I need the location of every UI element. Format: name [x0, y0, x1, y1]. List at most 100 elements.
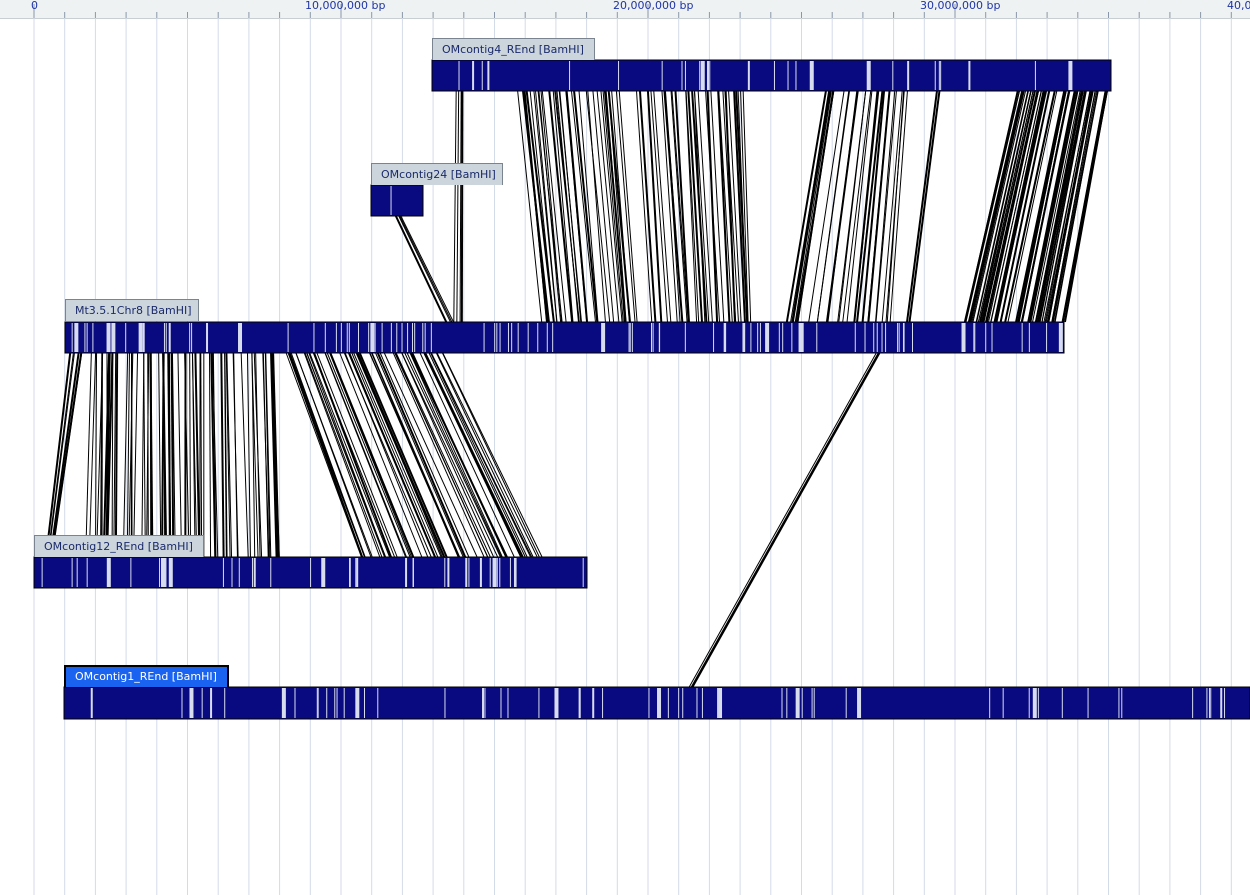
restriction-cut-mark [368, 323, 370, 352]
restriction-cut-mark [76, 558, 78, 587]
restriction-cut-mark [92, 323, 94, 352]
alignment-line [170, 352, 175, 558]
restriction-cut-mark [482, 688, 485, 718]
restriction-cut-mark [709, 61, 711, 90]
alignment-line [1047, 90, 1094, 323]
restriction-cut-mark [349, 558, 351, 587]
alignment-line [47, 352, 75, 558]
restriction-cut-mark [472, 61, 475, 90]
restriction-cut-mark [538, 688, 540, 718]
restriction-cut-mark [191, 323, 193, 352]
alignment-line [111, 352, 114, 558]
restriction-cut-mark [370, 323, 375, 352]
restriction-cut-mark [864, 323, 866, 352]
restriction-cut-mark [71, 558, 73, 587]
restriction-cut-mark [515, 558, 517, 587]
alignment-line [722, 90, 737, 323]
restriction-cut-mark [1046, 323, 1048, 352]
alignment-line [406, 352, 502, 558]
alignment-line [162, 352, 168, 558]
alignment-line [981, 90, 1034, 323]
restriction-cut-mark [281, 688, 286, 718]
alignment-line [459, 90, 462, 323]
ruler-background [0, 0, 1250, 19]
restriction-cut-mark [358, 323, 360, 352]
restriction-cut-mark [854, 323, 856, 352]
alignment-line [1018, 90, 1067, 323]
restriction-cut-mark [444, 558, 446, 587]
alignment-line [1053, 90, 1099, 323]
restriction-cut-mark [717, 688, 719, 718]
map-label-mt35chr8[interactable]: Mt3.5.1Chr8 [BamHI] [65, 299, 199, 321]
restriction-cut-mark [313, 323, 315, 352]
alignment-line [535, 90, 558, 323]
map-label-omcontig12[interactable]: OMcontig12_REnd [BamHI] [34, 535, 204, 557]
alignment-line [705, 90, 720, 323]
restriction-cut-mark [578, 688, 581, 718]
restriction-cut-mark [340, 323, 342, 352]
restriction-cut-mark [489, 558, 491, 587]
restriction-cut-mark [962, 323, 964, 352]
alignment-line [424, 352, 524, 558]
restriction-cut-mark [206, 323, 209, 352]
alignment-line [371, 352, 461, 558]
alignment-line [50, 352, 83, 558]
alignment-line [409, 352, 503, 558]
restriction-cut-mark [201, 688, 203, 718]
restriction-cut-mark [629, 323, 631, 352]
restriction-cut-mark [809, 61, 814, 90]
alignment-line [592, 90, 615, 323]
alignment-line [664, 90, 683, 323]
alignment-line [691, 90, 708, 323]
restriction-cut-mark [106, 323, 111, 352]
restriction-cut-mark [401, 323, 403, 352]
restriction-cut-mark [781, 688, 783, 718]
alignment-line [189, 352, 192, 558]
map-label-omcontig4[interactable]: OMcontig4_REnd [BamHI] [432, 38, 595, 60]
alignment-line [602, 90, 624, 323]
map-bar-omcontig1 [63, 686, 1250, 720]
restriction-cut-mark [86, 323, 88, 352]
map-label-omcontig1[interactable]: OMcontig1_REnd [BamHI] [64, 665, 229, 687]
alignment-line [253, 352, 263, 558]
alignment-line [517, 90, 543, 323]
alignment-line [251, 352, 256, 558]
restriction-cut-mark [845, 688, 847, 718]
alignment-line [1043, 90, 1091, 323]
alignment-line [358, 352, 448, 558]
alignment-line [994, 90, 1046, 323]
restriction-cut-mark [253, 558, 256, 587]
alignment-line [88, 352, 97, 558]
restriction-cut-mark [374, 323, 376, 352]
restriction-cut-mark [422, 323, 424, 352]
restriction-cut-mark [168, 323, 171, 352]
restriction-cut-mark [706, 61, 709, 90]
restriction-cut-mark [1034, 61, 1036, 90]
alignment-line [650, 90, 668, 323]
restriction-cut-mark [407, 323, 409, 352]
alignment-line [394, 215, 448, 323]
alignment-line [853, 90, 880, 323]
restriction-cut-mark [652, 323, 654, 352]
restriction-cut-mark [390, 323, 392, 352]
map-label-omcontig24[interactable]: OMcontig24 [BamHI] [371, 163, 503, 185]
alignment-line [430, 352, 532, 558]
restriction-cut-mark [507, 323, 509, 352]
restriction-cut-mark [111, 323, 116, 352]
alignment-line [1052, 90, 1099, 323]
restriction-cut-mark [468, 558, 470, 587]
restriction-cut-mark [500, 688, 502, 718]
alignment-line [316, 352, 398, 558]
alignment-line [47, 352, 74, 558]
alignment-line [697, 90, 713, 323]
alignment-line [540, 90, 563, 323]
alignment-line [816, 90, 850, 323]
alignment-line [670, 90, 688, 323]
restriction-cut-mark [335, 323, 337, 352]
restriction-cut-mark [985, 323, 987, 352]
alignment-line [740, 90, 749, 323]
restriction-cut-mark [168, 558, 173, 587]
restriction-cut-mark [1002, 688, 1004, 718]
alignment-line [453, 90, 457, 323]
